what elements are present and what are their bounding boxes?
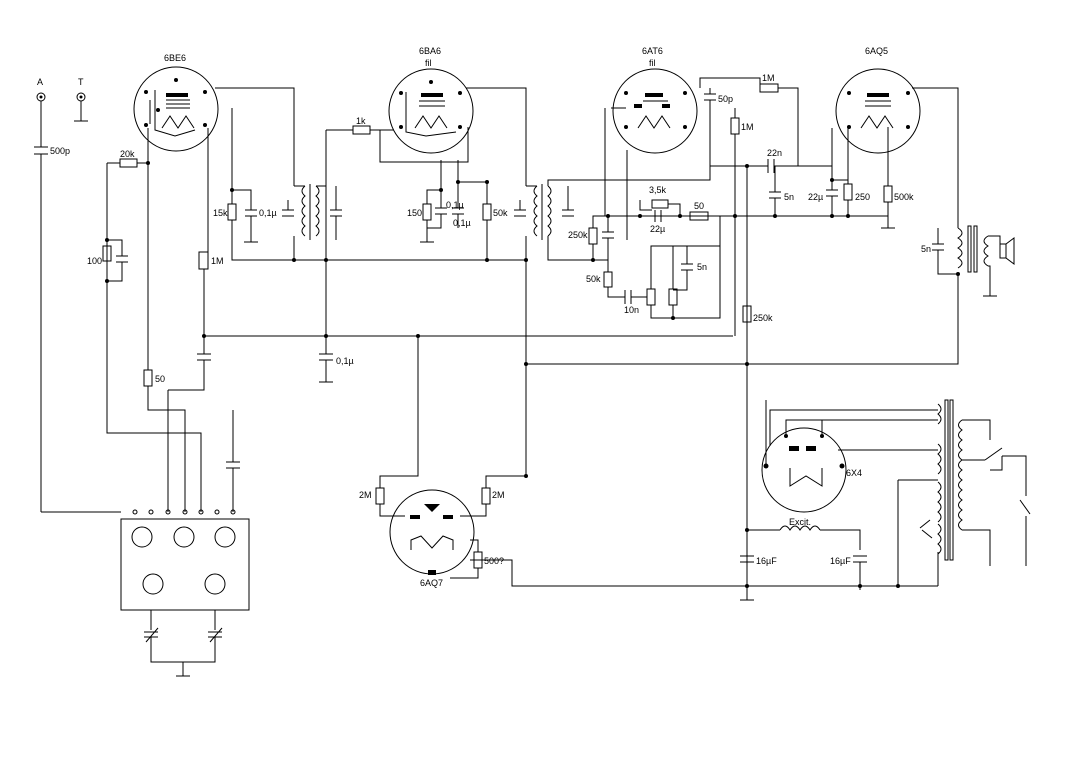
label-c5n-c: 5n — [921, 244, 931, 254]
wiring — [34, 77, 1031, 677]
tube-6aq5: 6AQ5 — [835, 46, 921, 154]
label-r50k-a: 50k — [493, 208, 508, 218]
label-r20k: 20k — [120, 149, 135, 159]
fil-label-1: fil — [425, 58, 432, 68]
label-c22u-b: 22µ — [808, 192, 823, 202]
tube-6at6: 6AT6 fil — [612, 46, 698, 154]
tube-label-6aq5: 6AQ5 — [865, 46, 888, 56]
label-c5n-b: 5n — [784, 192, 794, 202]
fil-label-2: fil — [649, 58, 656, 68]
label-c22u-a: 22µ — [650, 224, 665, 234]
label-r2m-a: 2M — [359, 490, 372, 500]
label-r250k-a: 250k — [568, 230, 588, 240]
label-c22n: 22n — [767, 148, 782, 158]
tube-label-6ba6: 6BA6 — [419, 46, 441, 56]
label-r500q: 500? — [484, 556, 504, 566]
tube-6be6: 6BE6 — [133, 53, 219, 152]
label-r100: 100 — [87, 256, 102, 266]
label-ant-cap: 500p — [50, 146, 70, 156]
label-c5n-a: 5n — [697, 262, 707, 272]
label-r35k: 3,5k — [649, 185, 667, 195]
component-labels: A T 500p 20k 100 15k 0,1µ 1M 50 1k 150 0… — [37, 73, 931, 566]
label-c50p: 50p — [718, 94, 733, 104]
label-r1m-c: 1M — [762, 73, 775, 83]
tube-6aq7: 6AQ7 — [389, 489, 475, 588]
label-r50-b: 50 — [694, 201, 704, 211]
label-c10n: 10n — [624, 305, 639, 315]
tube-6x4: 6X4 — [761, 427, 862, 513]
label-r1k: 1k — [356, 116, 366, 126]
ground-label: T — [78, 77, 84, 87]
label-c01b: 0,1µ — [446, 200, 464, 210]
tube-6ba6: 6BA6 fil — [388, 46, 474, 154]
label-c01c: 0,1µ — [453, 218, 471, 228]
label-r1m-a: 1M — [211, 256, 224, 266]
label-c16u-b: 16µF — [830, 556, 851, 566]
label-c01d: 0,1µ — [336, 356, 354, 366]
antenna-label: A — [37, 77, 43, 87]
label-excit: Excit. — [789, 517, 811, 527]
tube-label-6aq7: 6AQ7 — [420, 578, 443, 588]
label-r250k-b: 250k — [753, 313, 773, 323]
label-c16u-a: 16µF — [756, 556, 777, 566]
label-r50-a: 50 — [155, 374, 165, 384]
label-r500k: 500k — [894, 192, 914, 202]
label-r250: 250 — [855, 192, 870, 202]
label-r50k-b: 50k — [586, 274, 601, 284]
label-r1m-b: 1M — [741, 122, 754, 132]
tuning-box — [120, 518, 250, 611]
label-c01a: 0,1µ — [259, 208, 277, 218]
tube-label-6at6: 6AT6 — [642, 46, 663, 56]
label-r2m-b: 2M — [492, 490, 505, 500]
junction-dots — [105, 161, 960, 588]
tube-label-6be6: 6BE6 — [164, 53, 186, 63]
label-r150: 150 — [407, 208, 422, 218]
label-r15k: 15k — [213, 208, 228, 218]
tube-label-6x4: 6X4 — [846, 468, 862, 478]
